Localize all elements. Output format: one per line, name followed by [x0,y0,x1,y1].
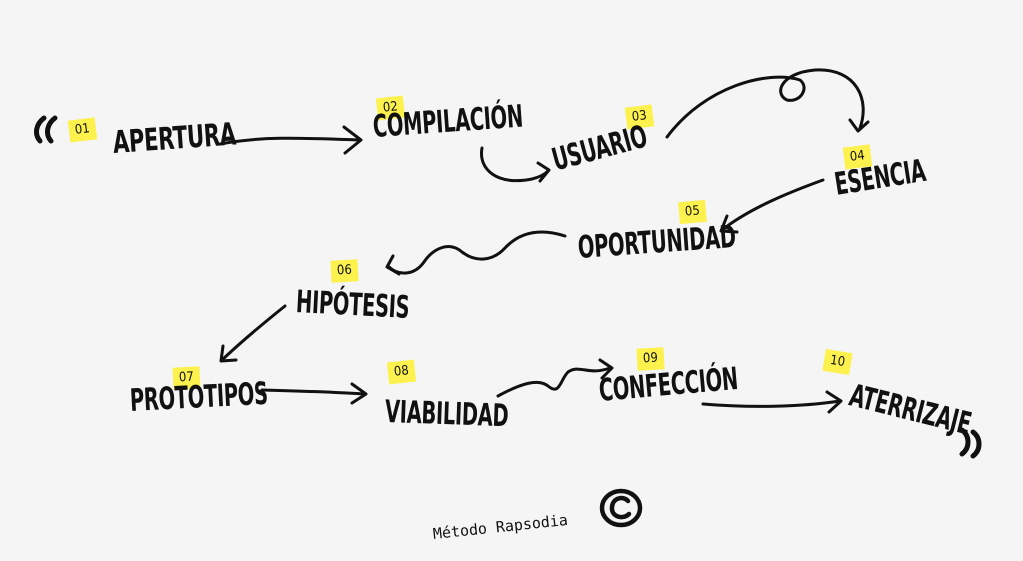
open-quote-icon [34,115,58,144]
arrow-09-10 [701,390,843,414]
copyright-icon [599,488,643,528]
arrow-08-09 [496,358,614,398]
step-number: 06 [330,259,359,283]
arrow-05-06 [385,230,567,276]
close-quote-icon [959,427,982,459]
arrow-03-04 [665,68,870,139]
step-number: 08 [386,359,416,385]
step-label: APERTURA [111,116,237,161]
step-number: 10 [822,349,853,375]
arrow-07-08 [260,382,368,405]
arrow-04-05 [719,178,825,234]
arrow-01-02 [218,125,363,155]
step-label: HIPÓTESIS [295,284,411,326]
arrow-06-07 [219,304,287,363]
step-label: PROTOTIPOS [129,375,269,419]
arrow-02-03 [480,146,551,183]
step-number: 01 [67,117,98,143]
step-label: VIABILIDAD [384,394,509,435]
